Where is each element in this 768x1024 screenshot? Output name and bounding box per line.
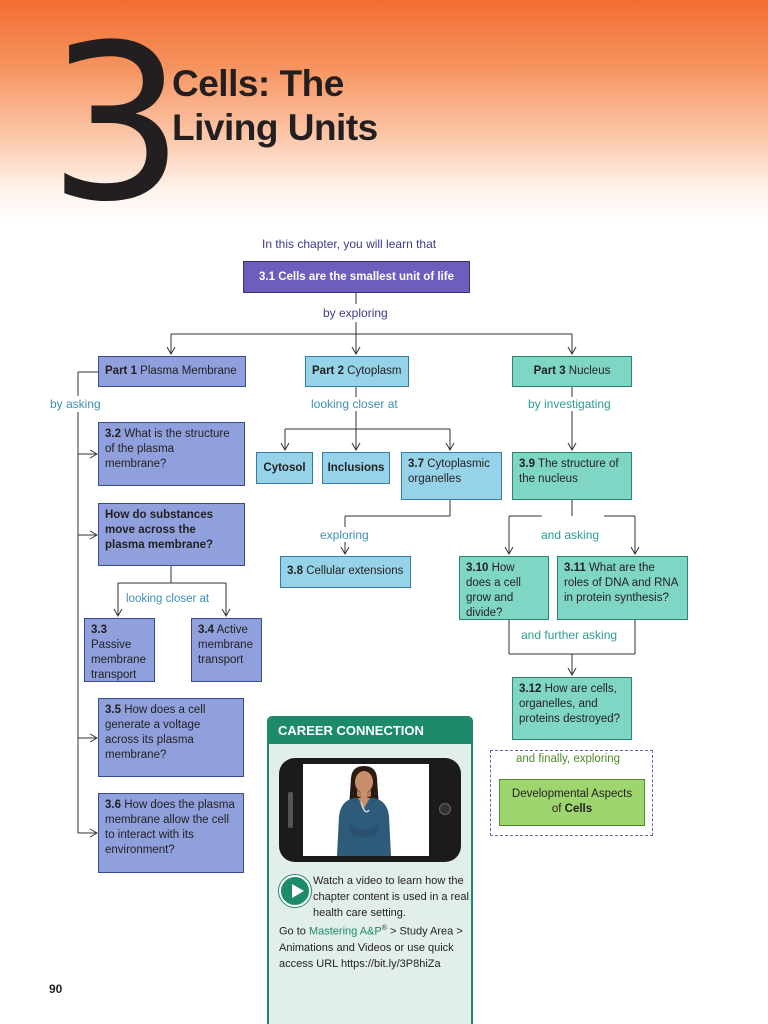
developmental-frame — [490, 750, 653, 836]
part2-box: Part 2 Cytoplasm — [305, 356, 409, 387]
developmental-aspects-box: Developmental Aspects of Cells — [499, 779, 645, 826]
developmental-aspects-bold: Cells — [564, 803, 593, 815]
question-3-10-number: 3.10 — [466, 562, 489, 574]
looking-closer-label: looking closer at — [311, 397, 398, 411]
phone-camera-icon — [439, 803, 451, 815]
question-3-11-box: 3.11 What are the roles of DNA and RNA i… — [557, 556, 688, 620]
question-3-7-box: 3.7 Cytoplasmic organelles — [401, 452, 502, 500]
part2-text: Cytoplasm — [347, 365, 402, 377]
play-icon[interactable] — [279, 875, 311, 907]
inclusions-box: Inclusions — [322, 452, 390, 484]
question-3-6-box: 3.6 How does the plasma membrane allow t… — [98, 793, 244, 873]
part1-number: Part 1 — [105, 365, 137, 377]
career-registered-mark: ® — [381, 925, 387, 932]
question-3-8-number: 3.8 — [287, 565, 303, 577]
career-watch-text: Watch a video to learn how the chapter c… — [313, 875, 469, 919]
career-connection-title: CAREER CONNECTION — [269, 718, 471, 744]
nurse-video-thumbnail-icon — [303, 764, 429, 856]
part1-text: Plasma Membrane — [140, 365, 237, 377]
part2-number: Part 2 — [312, 365, 344, 377]
question-3-5-number: 3.5 — [105, 704, 121, 716]
and-asking-label: and asking — [541, 528, 600, 542]
question-3-3-box: 3.3 Passive membrane transport — [84, 618, 155, 682]
cytosol-text: Cytosol — [263, 461, 306, 474]
question-3-9-box: 3.9 The structure of the nucleus — [512, 452, 632, 500]
question-3-12-box: 3.12 How are cells, organelles, and prot… — [512, 677, 632, 740]
question-3-7-number: 3.7 — [408, 458, 424, 470]
question-3-4-text: Active membrane transport — [198, 624, 253, 666]
chapter-title: Cells: The Living Units — [172, 63, 378, 148]
question-3-12-number: 3.12 — [519, 683, 542, 695]
question-3-11-number: 3.11 — [564, 562, 586, 574]
phone-button-icon — [288, 792, 293, 828]
by-investigating-label: by investigating — [528, 397, 611, 411]
exploring-label: exploring — [320, 528, 369, 542]
question-3-3-text: Passive membrane transport — [91, 639, 146, 681]
by-asking-label: by asking — [50, 397, 101, 411]
career-connection-panel: CAREER CONNECTION Watch a video to learn… — [267, 716, 473, 1024]
header-band — [0, 0, 768, 225]
video-screen[interactable] — [303, 764, 429, 856]
mastering-ap-link[interactable]: Mastering A&P — [308, 925, 382, 938]
question-3-8-box: 3.8 Cellular extensions — [280, 556, 411, 588]
question-3-2-text: What is the structure of the plasma memb… — [105, 428, 230, 470]
question-3-2-box: 3.2 What is the structure of the plasma … — [98, 422, 245, 486]
question-3-9-number: 3.9 — [519, 458, 535, 470]
inclusions-text: Inclusions — [327, 461, 385, 474]
question-substances-box: How do substances move across the plasma… — [98, 503, 245, 566]
main-concept-text: Cells are the smallest unit of life — [278, 270, 454, 283]
video-player[interactable] — [279, 758, 461, 862]
question-3-5-text: How does a cell generate a voltage acros… — [105, 704, 206, 761]
by-exploring-label: by exploring — [323, 306, 388, 320]
part1-box: Part 1 Plasma Membrane — [98, 356, 246, 387]
chapter-number: 3 — [48, 0, 185, 249]
cytosol-box: Cytosol — [256, 452, 313, 484]
page-number: 90 — [49, 982, 63, 996]
part3-text: Nucleus — [568, 365, 611, 377]
question-3-11-text: What are the roles of DNA and RNA in pro… — [564, 562, 678, 604]
main-concept-number: 3.1 — [259, 270, 276, 283]
developmental-aspects-text: Developmental Aspects of — [511, 788, 633, 815]
question-3-3-number: 3.3 — [91, 624, 107, 636]
question-substances-text: How do substances move across the plasma… — [105, 509, 214, 551]
intro-label: In this chapter, you will learn that — [262, 237, 437, 251]
looking-closer-label-2: looking closer at — [126, 593, 210, 605]
question-3-12-text: How are cells, organelles, and proteins … — [519, 683, 621, 725]
career-goto-prefix: Go to — [279, 925, 306, 938]
question-3-7-text: Cytoplasmic organelles — [408, 458, 490, 485]
question-3-10-text: How does a cell grow and divide? — [466, 562, 521, 619]
question-3-6-number: 3.6 — [105, 799, 121, 811]
question-3-9-text: The structure of the nucleus — [519, 458, 619, 485]
question-3-10-box: 3.10 How does a cell grow and divide? — [459, 556, 549, 620]
part3-number: Part 3 — [533, 365, 566, 377]
question-3-4-number: 3.4 — [198, 624, 214, 636]
question-3-5-box: 3.5 How does a cell generate a voltage a… — [98, 698, 244, 777]
question-3-4-box: 3.4 Active membrane transport — [191, 618, 262, 682]
question-3-6-text: How does the plasma membrane allow the c… — [105, 799, 235, 856]
part3-box: Part 3 Nucleus — [512, 356, 632, 387]
and-further-asking-label: and further asking — [521, 628, 618, 642]
career-goto-suffix: > Study Area > Animations and Videos or … — [279, 925, 463, 970]
main-concept-box: 3.1 Cells are the smallest unit of life — [243, 261, 470, 293]
question-3-2-number: 3.2 — [105, 428, 121, 440]
question-3-8-text: Cellular extensions — [306, 565, 404, 577]
and-finally-exploring-label: and finally, exploring — [514, 752, 622, 766]
career-goto-text: Go to Mastering A&P® > Study Area > Anim… — [279, 921, 469, 972]
